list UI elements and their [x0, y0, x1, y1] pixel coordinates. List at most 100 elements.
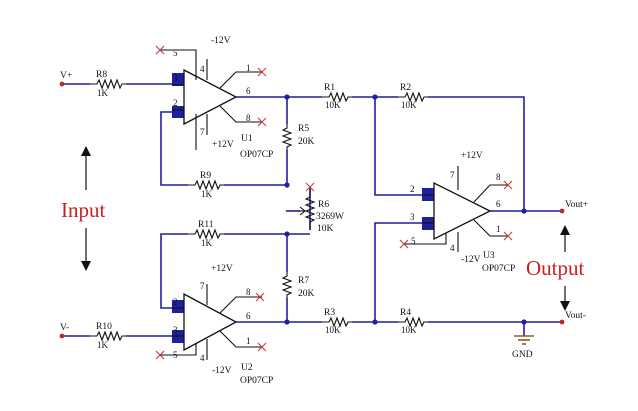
- u3-pin7: 7: [450, 170, 455, 180]
- u3-pin8: 8: [496, 172, 501, 182]
- junction-r7-r11: [284, 231, 290, 237]
- r5-value: 20K: [298, 137, 315, 147]
- r11-ref: R11: [198, 220, 214, 230]
- r9-value: 1K: [201, 189, 213, 199]
- port-vm-label: V-: [60, 323, 69, 333]
- u1-pin5: 5: [173, 48, 178, 58]
- r1-value: 10K: [325, 100, 341, 110]
- resistor-r2: R2 10K: [398, 83, 428, 110]
- port-vm-pin: [59, 333, 65, 339]
- wire-to-u3-plus: [374, 222, 422, 322]
- r3-ref: R3: [324, 308, 335, 318]
- u2-pin3: 3: [173, 325, 178, 335]
- r5-ref: R5: [298, 124, 309, 134]
- u3-part: OP07CP: [482, 264, 515, 274]
- u2-pin1: 1: [246, 336, 251, 346]
- resistor-r3: R3 10K: [322, 308, 352, 335]
- u3-supply-neg: -12V: [461, 255, 481, 265]
- wires: [62, 83, 562, 337]
- u1-minus-sign: −: [188, 102, 197, 119]
- junction-u2-out: [284, 319, 290, 325]
- u2-pin2: 2: [173, 297, 178, 307]
- u2-minus-sign: −: [188, 301, 197, 318]
- r8-value: 1K: [97, 88, 109, 98]
- input-annotation: Input: [61, 146, 105, 271]
- resistor-r8: R8 1K: [90, 70, 126, 98]
- resistor-r11: R11 1K: [188, 220, 224, 248]
- u1-pin4: 4: [200, 64, 205, 74]
- r1-ref: R1: [324, 83, 335, 93]
- r2-ref: R2: [400, 83, 411, 93]
- u2-pin5: 5: [173, 350, 178, 360]
- r4-ref: R4: [400, 308, 411, 318]
- junction-u3-out: [521, 208, 527, 214]
- u2-pin6: 6: [246, 311, 251, 321]
- u3-pin5: 5: [411, 236, 416, 246]
- u1-supply-pos: +12V: [212, 140, 234, 150]
- ports: V+ V- Vout+ Vout-: [59, 71, 588, 339]
- opamp-u3: − + 2 3 5 7 4 8 6 1 +12V -12V U3 OP07CP: [399, 151, 515, 274]
- u3-ref: U3: [483, 251, 495, 261]
- junction-r3-r4: [372, 319, 378, 325]
- u2-part: OP07CP: [240, 376, 273, 386]
- r8-ref: R8: [96, 70, 107, 80]
- resistor-r7: R7 20K: [281, 272, 315, 299]
- resistor-r4: R4 10K: [398, 308, 428, 335]
- u2-pin8: 8: [246, 287, 251, 297]
- r6-value: 10K: [317, 224, 334, 234]
- gnd-label: GND: [512, 350, 533, 360]
- resistor-r9: R9 1K: [188, 171, 224, 199]
- r7-value: 20K: [298, 289, 315, 299]
- u3-pin1: 1: [496, 224, 501, 234]
- u1-plus-sign: +: [188, 77, 197, 94]
- u3-minus-sign: −: [438, 188, 447, 205]
- u2-pin4: 4: [200, 353, 205, 363]
- u3-plus-sign: +: [438, 216, 447, 233]
- u1-pin6: 6: [246, 86, 251, 96]
- u3-pin6: 6: [496, 199, 501, 209]
- junction-gnd: [521, 319, 527, 325]
- u1-pin8: 8: [246, 113, 251, 123]
- u1-part: OP07CP: [240, 150, 273, 160]
- ground-symbol: GND: [512, 335, 534, 360]
- port-voutm-pin: [559, 319, 565, 325]
- r9-ref: R9: [200, 171, 211, 181]
- u2-pin7: 7: [200, 281, 205, 291]
- junction-u1-out: [284, 94, 290, 100]
- u3-pin4: 4: [450, 243, 455, 253]
- u3-pin3: 3: [410, 212, 415, 222]
- wire-u1-fb: [160, 111, 188, 186]
- r2-value: 10K: [401, 100, 417, 110]
- input-label: Input: [61, 198, 105, 222]
- r11-value: 1K: [201, 238, 213, 248]
- potentiometer-r6: R6 3269W 10K: [299, 182, 344, 234]
- r7-ref: R7: [298, 276, 309, 286]
- u3-pin2: 2: [410, 184, 415, 194]
- junctions: [284, 94, 527, 325]
- port-vp-label: V+: [60, 71, 72, 81]
- output-label: Output: [526, 256, 585, 280]
- junction-r1-r2: [372, 94, 378, 100]
- port-voutp-pin: [559, 208, 565, 214]
- resistor-r5: R5 20K: [281, 124, 315, 150]
- r10-ref: R10: [96, 322, 112, 332]
- u2-supply-pos: +12V: [211, 264, 233, 274]
- u1-pin1: 1: [246, 63, 251, 73]
- u2-plus-sign: +: [188, 328, 197, 345]
- up-arrow-icon: [81, 146, 91, 156]
- output-annotation: Output: [526, 225, 585, 311]
- opamp-u1: + − 5 3 2 4 7 1 6 8 -12V +12V U1 OP07CP: [155, 36, 273, 160]
- r3-value: 10K: [325, 325, 341, 335]
- resistor-r1: R1 10K: [322, 83, 352, 110]
- u2-supply-neg: -12V: [212, 366, 232, 376]
- u1-supply-neg: -12V: [211, 36, 231, 46]
- u1-ref: U1: [241, 134, 253, 144]
- wire-to-u3-minus: [374, 97, 422, 196]
- r4-value: 10K: [401, 325, 417, 335]
- down-arrow-icon: [81, 261, 91, 271]
- u2-ref: U2: [241, 363, 253, 373]
- opamp-u2: + − 2 3 5 7 4 8 6 1 +12V -12V U2 OP07CP: [155, 264, 273, 386]
- up-arrow-icon: [560, 225, 570, 235]
- u1-pin2: 2: [173, 98, 178, 108]
